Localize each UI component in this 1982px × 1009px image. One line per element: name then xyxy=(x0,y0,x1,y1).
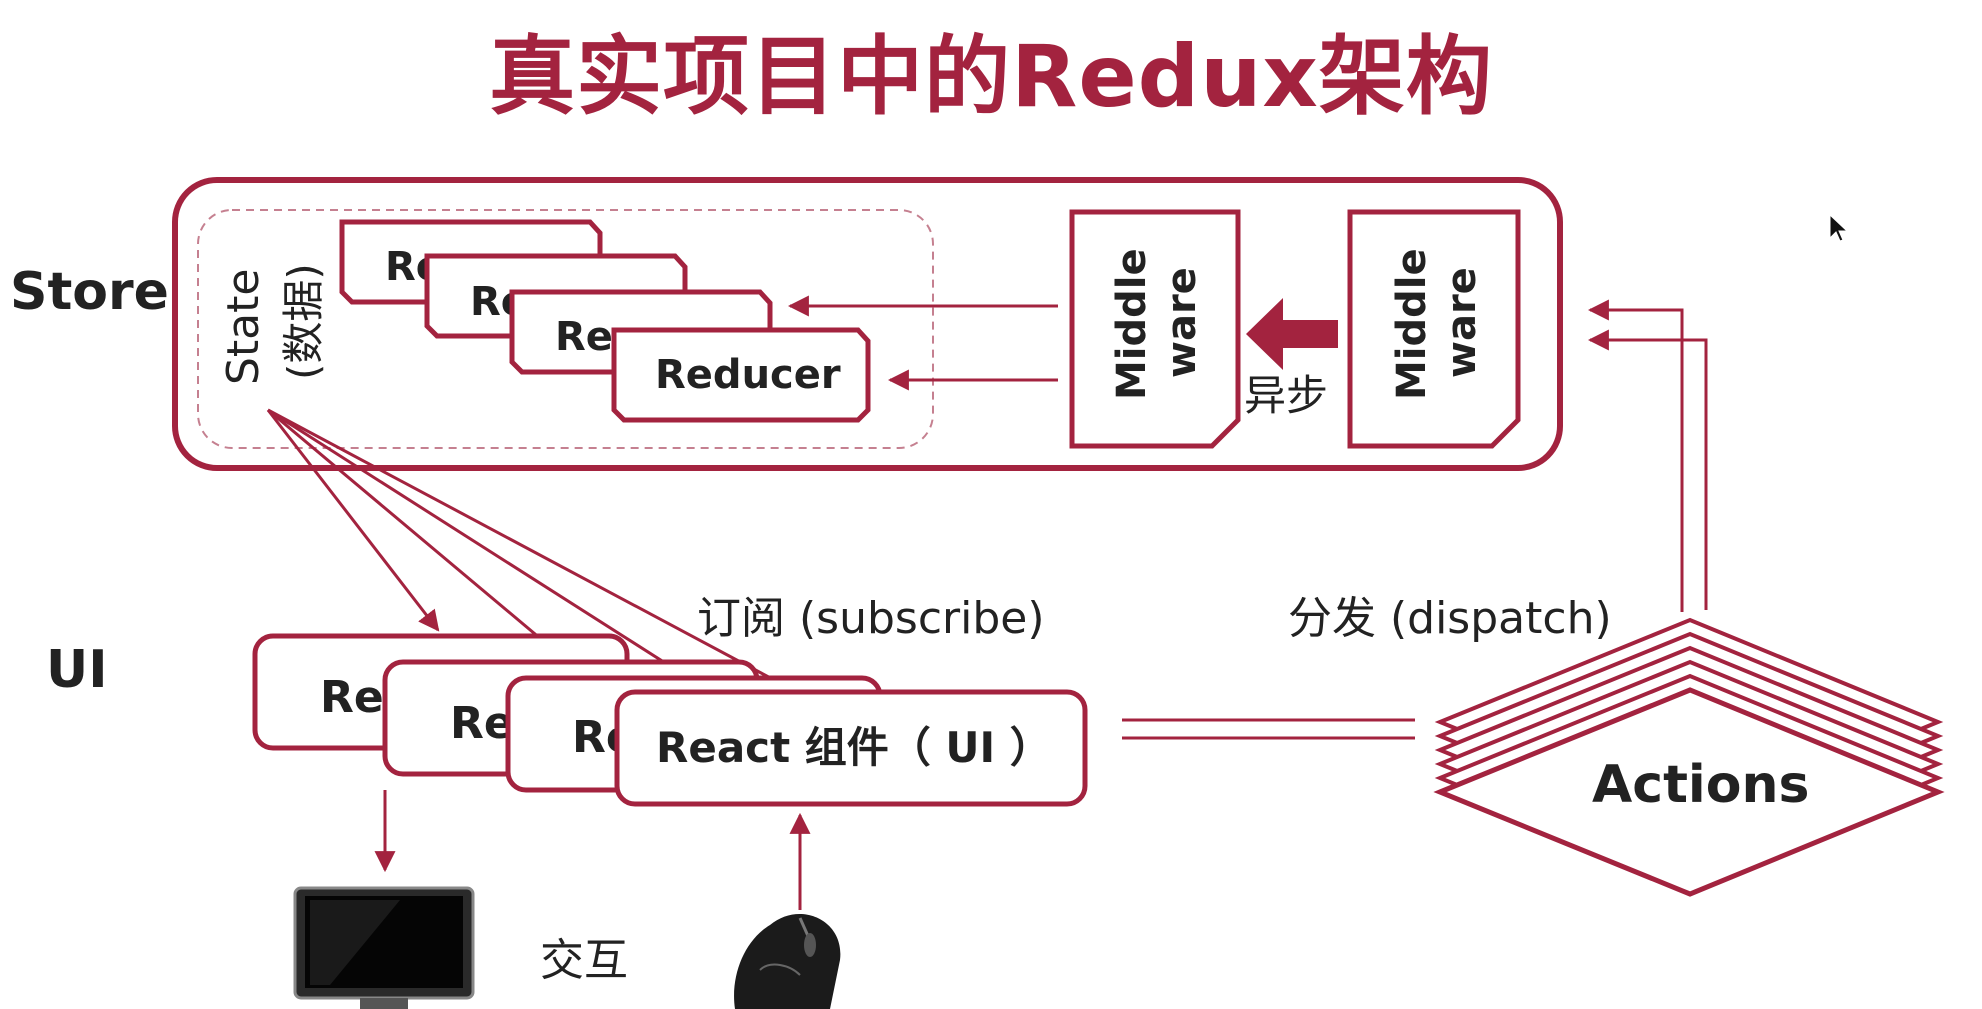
reducer-box-4-label: Reducer xyxy=(655,352,841,398)
state-sub-label: (数据) xyxy=(279,263,328,380)
reducer-box-3-label: Re xyxy=(555,314,613,360)
react-component-stack: Re Re Re React 组件（ UI ） xyxy=(252,633,1088,807)
reducer-box-4 xyxy=(611,327,871,423)
async-arrow xyxy=(1246,298,1338,370)
middleware-box-2-line1: Middle xyxy=(1389,248,1435,400)
react-box-1-label: Re xyxy=(320,672,384,723)
react-box-4 xyxy=(614,689,1088,807)
state-label: State xyxy=(218,269,269,385)
middleware-box-1-line2: ware xyxy=(1159,267,1205,378)
dispatch-arrow-1 xyxy=(1587,299,1684,612)
mouse-icon xyxy=(734,913,841,1009)
actions-label: Actions xyxy=(1592,755,1809,815)
page-title: 真实项目中的Redux架构 xyxy=(489,27,1493,127)
interaction-label: 交互 xyxy=(540,935,628,986)
subscribe-arrows xyxy=(266,408,810,700)
middleware-box-1-line1: Middle xyxy=(1109,248,1155,400)
dispatch-label: 分发 (dispatch) xyxy=(1288,593,1612,644)
cursor-icon xyxy=(1829,213,1849,242)
reducer-stack: Re Re Re Reducer xyxy=(339,219,871,423)
middleware-box-1 xyxy=(1069,209,1241,449)
dispatch-arrow-2 xyxy=(1587,329,1708,610)
ui-label: UI xyxy=(46,640,108,700)
monitor-icon xyxy=(293,886,475,1009)
actions-stack xyxy=(1433,617,1945,897)
react-box-4-label: React 组件（ UI ） xyxy=(656,723,1052,772)
store-label: Store xyxy=(10,262,169,322)
state-region xyxy=(197,209,934,449)
middleware-box-2 xyxy=(1347,209,1521,449)
async-label: 异步 xyxy=(1244,371,1328,420)
middleware-box-2-line2: ware xyxy=(1439,267,1485,378)
react-box-2-label: Re xyxy=(450,698,514,749)
subscribe-label: 订阅 (subscribe) xyxy=(697,593,1045,644)
